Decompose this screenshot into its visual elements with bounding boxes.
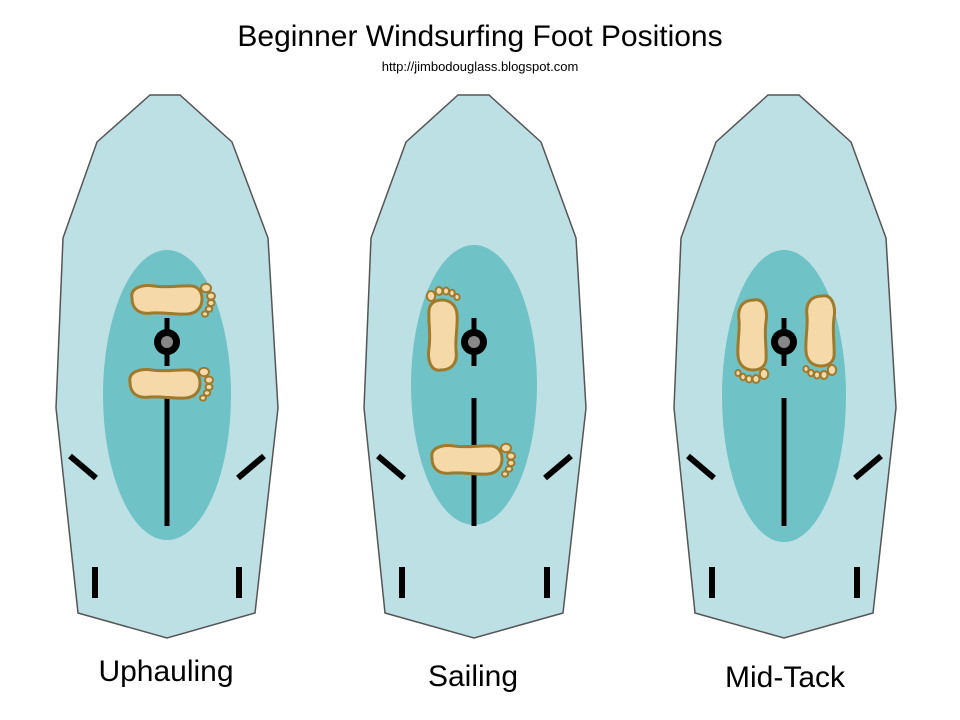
footstrap-mark bbox=[236, 453, 266, 481]
diagram-title: Beginner Windsurfing Foot Positions bbox=[237, 20, 723, 53]
foot-icon bbox=[733, 298, 770, 385]
mast-foot-center bbox=[161, 336, 173, 348]
foot-icon bbox=[801, 294, 838, 381]
footstrap-mark bbox=[68, 453, 98, 481]
board-label-uphauling: Uphauling bbox=[98, 655, 234, 688]
footstrap-mark bbox=[686, 453, 716, 481]
foot-icon bbox=[130, 282, 217, 319]
foot-icon bbox=[430, 442, 517, 479]
foot-icon bbox=[128, 366, 215, 403]
board-mid-tack bbox=[673, 94, 897, 639]
footstrap-mark bbox=[376, 453, 406, 481]
footstrap-mark bbox=[543, 453, 573, 481]
board-label-sailing: Sailing bbox=[427, 660, 519, 693]
footstrap-mark bbox=[853, 453, 883, 481]
board-label-mid-tack: Mid-Tack bbox=[724, 661, 845, 694]
foot-icon bbox=[425, 285, 462, 372]
diagram-subtitle: http://jimbodouglass.blogspot.com bbox=[381, 59, 579, 74]
mast-foot-center bbox=[468, 336, 480, 348]
mast-foot-center bbox=[778, 336, 790, 348]
board-uphauling bbox=[55, 94, 279, 639]
board-sailing bbox=[363, 94, 587, 639]
